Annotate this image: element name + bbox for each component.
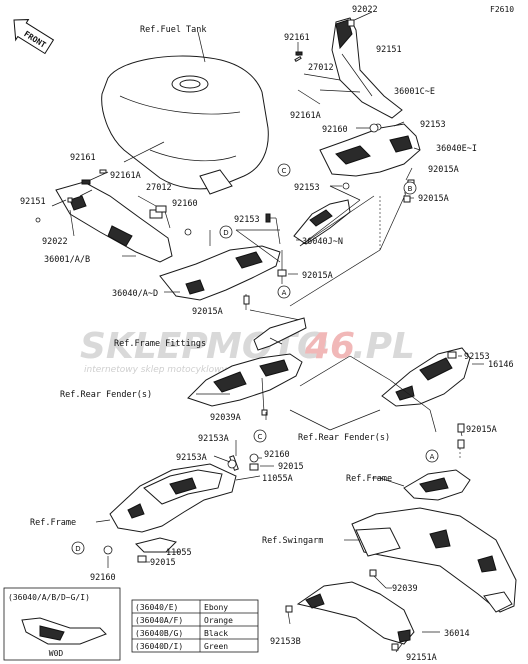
callout-a-top: A: [277, 285, 291, 299]
callout-d-top-label: D: [223, 229, 228, 237]
color-row-1-code: (36040/E): [135, 603, 178, 612]
label-ref-rear-fender-right: Ref.Rear Fender(s): [298, 433, 390, 443]
label-92151-top: 92151: [376, 45, 402, 55]
fasteners-top: [35, 19, 415, 305]
fuel-tank: [101, 55, 269, 195]
callout-a-low: A: [425, 449, 439, 463]
label-ref-fuel-tank: Ref.Fuel Tank: [140, 25, 207, 35]
fasteners-lower-left: [95, 440, 274, 568]
color-row-2-color: Orange: [204, 616, 233, 625]
color-row-2-code: (36040A/F): [135, 616, 183, 625]
leader-lines-top: [51, 11, 421, 321]
label-36001ab: 36001/A/B: [44, 255, 90, 265]
label-92151a: 92151A: [406, 653, 437, 663]
label-92153-mid: 92153: [234, 215, 260, 225]
label-92015a-4: 92015A: [192, 307, 223, 317]
label-36040ei: 36040E~I: [436, 144, 477, 154]
label-ref-rear-fender-left: Ref.Rear Fender(s): [60, 390, 152, 400]
shroud-middle: [293, 199, 351, 245]
label-36014: 36014: [444, 629, 470, 639]
rear-fender-left: [187, 353, 303, 416]
color-table-footer: W0D: [49, 649, 64, 658]
label-36001ce: 36001C~E: [394, 87, 435, 97]
callout-c-top: C: [277, 163, 291, 177]
front-marker: FRONT: [13, 19, 55, 55]
color-row-1-color: Ebony: [204, 603, 228, 612]
label-92153a-2: 92153A: [176, 453, 207, 463]
frame-bracket-right: [379, 469, 471, 501]
color-row-3-color: Black: [204, 629, 228, 638]
side-cover-left: [55, 181, 173, 263]
frame-fittings: [253, 317, 307, 351]
leader-lines-lower-right: [287, 477, 440, 653]
callout-a-top-label: A: [282, 289, 287, 297]
callout-b-label: B: [408, 185, 413, 193]
callout-a-low-label: A: [430, 453, 435, 461]
callout-d-top: D: [219, 225, 233, 239]
label-92015a-5: 92015A: [466, 425, 497, 435]
label-92160-top: 92160: [322, 125, 348, 135]
label-92153b: 92153B: [270, 637, 301, 647]
part-labels: Ref.Fuel Tank 92022 92161 92151 27012 36…: [20, 5, 514, 663]
tail-cover-16146: [381, 347, 471, 407]
label-16146: 16146: [488, 360, 514, 370]
watermark-part4: .PL: [352, 326, 415, 367]
label-92161-left: 92161: [70, 153, 96, 163]
callout-b: B: [403, 181, 417, 195]
label-92015-low: 92015: [150, 558, 176, 568]
watermark-part1: SKLEP: [80, 326, 208, 367]
leader-lines-middle: [196, 337, 484, 460]
label-92153-top: 92153: [420, 120, 446, 130]
callout-c-low: C: [253, 429, 267, 443]
label-92039: 92039: [392, 584, 418, 594]
label-92160-left: 92160: [172, 199, 198, 209]
label-27012-left: 27012: [146, 183, 172, 193]
label-11055: 11055: [166, 548, 192, 558]
label-ref-frame-fittings: Ref.Frame Fittings: [114, 339, 206, 349]
label-92161a-top: 92161A: [290, 111, 321, 121]
callout-c-low-label: C: [258, 433, 263, 441]
shroud-lower-left: [159, 245, 281, 301]
label-ref-frame-right: Ref.Frame: [346, 474, 392, 484]
label-ref-frame-left: Ref.Frame: [30, 518, 76, 528]
label-11055a: 11055A: [262, 474, 293, 484]
label-92161a-left: 92161A: [110, 171, 141, 181]
label-92153-right: 92153: [464, 352, 490, 362]
callout-d-low-label: D: [75, 545, 80, 553]
label-92151-left: 92151: [20, 197, 46, 207]
label-27012-top: 27012: [308, 63, 334, 73]
label-ref-swingarm: Ref.Swingarm: [262, 536, 323, 546]
label-92015a-3: 92015A: [302, 271, 333, 281]
color-row-3-code: (36040B/G): [135, 629, 183, 638]
label-92160-low: 92160: [90, 573, 116, 583]
color-table-header: (36040/A/B/D~G/I): [8, 593, 90, 602]
color-table: (36040/A/B/D~G/I) W0D (36040/E) Ebony (3…: [3, 587, 259, 661]
label-92022-top: 92022: [352, 5, 378, 15]
watermark-part3: 46: [304, 326, 355, 367]
label-92160-mid: 92160: [264, 450, 290, 460]
label-92022-left: 92022: [42, 237, 68, 247]
shroud-upper-right: [319, 123, 421, 190]
label-92161-top: 92161: [284, 33, 310, 43]
label-92153a-1: 92153A: [198, 434, 229, 444]
chain-guard-36014: [296, 581, 415, 645]
label-36040ad: 36040/A~D: [112, 289, 158, 299]
label-92039a: 92039A: [210, 413, 241, 423]
swingarm: [351, 507, 517, 613]
seat-rail-bracket: [109, 463, 237, 553]
label-92015a-2: 92015A: [418, 194, 449, 204]
label-36040jn: 36040J~N: [302, 237, 343, 247]
color-row-4-code: (36040D/I): [135, 642, 183, 651]
label-92015-mid: 92015: [278, 462, 304, 472]
callout-c-top-label: C: [282, 167, 287, 175]
label-92015a-1: 92015A: [428, 165, 459, 175]
color-row-4-color: Green: [204, 642, 228, 651]
watermark-sub: internetowy sklep motocyklowy: [84, 365, 227, 375]
callout-d-low: D: [71, 541, 85, 555]
label-92153-c: 92153: [294, 183, 320, 193]
figure-code: F2610: [490, 5, 514, 14]
